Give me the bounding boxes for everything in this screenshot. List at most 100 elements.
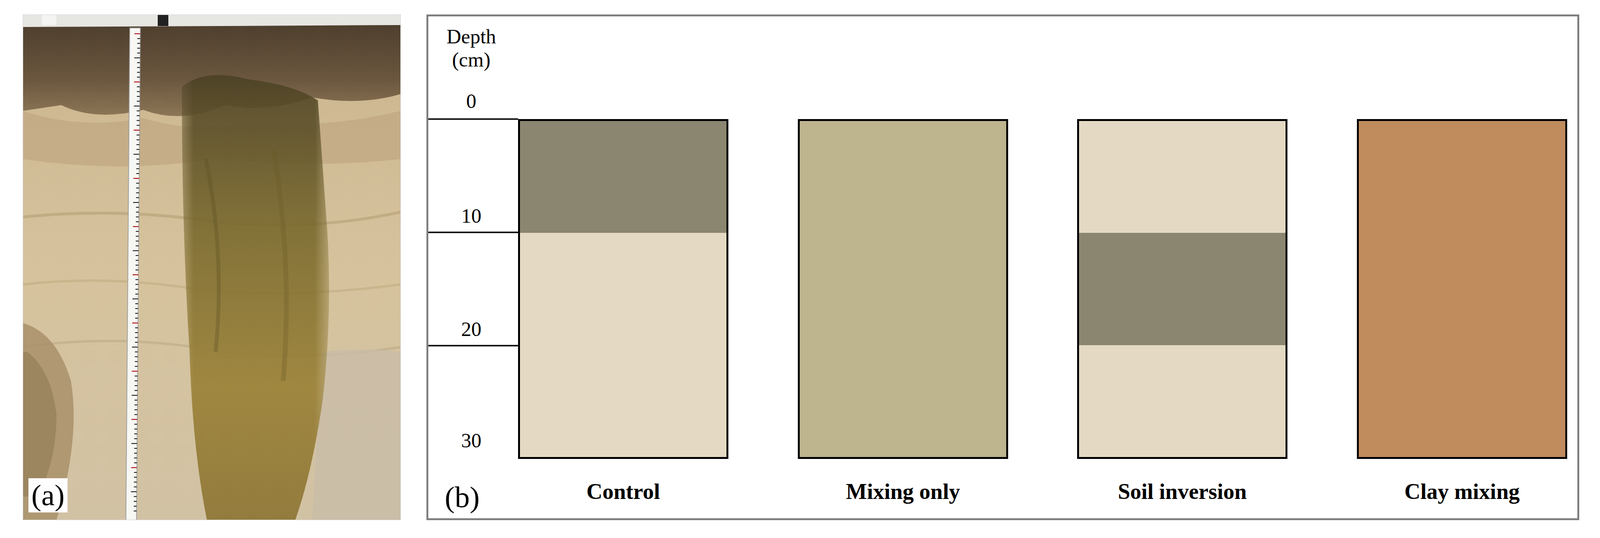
drawing-part xyxy=(125,27,141,521)
drawing-part xyxy=(22,352,57,497)
drawing-part xyxy=(133,177,139,179)
drawing-part xyxy=(135,313,138,315)
drawing-part xyxy=(133,202,139,204)
soil-layer xyxy=(799,121,1007,458)
drawing-part xyxy=(135,264,139,266)
drawing-part xyxy=(134,385,138,387)
drawing-part xyxy=(131,395,138,397)
drawing-part xyxy=(136,115,140,117)
drawing-part xyxy=(135,317,138,319)
drawing-part xyxy=(135,245,139,247)
depth-value: 10 xyxy=(447,204,496,228)
drawing-part xyxy=(136,211,139,213)
drawing-part xyxy=(135,235,139,237)
drawing-part xyxy=(312,349,401,521)
drawing-part xyxy=(136,206,139,208)
drawing-part xyxy=(181,74,329,521)
soil-layer xyxy=(519,121,727,233)
drawing-part xyxy=(131,419,138,421)
figure-panel: (b)ControlMixing onlySoil inversionClay … xyxy=(426,14,1580,521)
soil-layer xyxy=(519,232,727,458)
drawing-part xyxy=(136,158,140,160)
drawing-part xyxy=(137,38,141,40)
drawing-part xyxy=(22,14,401,521)
drawing-part xyxy=(135,327,138,329)
drawing-part xyxy=(132,298,139,300)
drawing-part xyxy=(136,71,140,73)
treatment-label: Clay mixing xyxy=(1358,479,1566,506)
soil-layer xyxy=(1079,121,1286,233)
soil-layer xyxy=(1358,121,1566,458)
drawing-part xyxy=(130,33,140,512)
drawing-part xyxy=(135,284,139,286)
drawing-part xyxy=(134,57,140,59)
drawing-part xyxy=(136,110,140,112)
drawing-part xyxy=(135,361,138,363)
drawing-part xyxy=(134,477,137,479)
drawing-part xyxy=(132,322,138,324)
drawing-part xyxy=(135,255,139,257)
drawing-part xyxy=(135,303,138,305)
drawing-part xyxy=(134,457,137,459)
drawing-part xyxy=(134,423,138,425)
drawing-part xyxy=(136,95,140,97)
figure-panel: (a) xyxy=(22,14,401,521)
drawing-part xyxy=(134,399,138,401)
drawing-part xyxy=(41,14,57,26)
drawing-part xyxy=(136,163,140,165)
treatment-label: Mixing only xyxy=(799,479,1007,506)
drawing-part xyxy=(134,433,137,435)
drawing-part xyxy=(136,149,140,151)
drawing-part xyxy=(133,226,139,228)
drawing-part xyxy=(134,481,137,483)
depth-value: 20 xyxy=(447,317,496,342)
drawing-part xyxy=(134,438,137,440)
treatment-label: Control xyxy=(519,479,727,506)
drawing-part xyxy=(135,269,139,271)
drawing-part xyxy=(131,370,138,372)
drawing-part xyxy=(134,472,137,474)
drawing-part xyxy=(136,62,140,64)
drawing-part xyxy=(273,149,287,382)
soil-column: Control xyxy=(518,119,729,460)
drawing-part xyxy=(134,105,140,107)
drawing-part xyxy=(134,375,138,377)
drawing-part xyxy=(134,366,138,368)
drawing-part xyxy=(134,428,137,430)
drawing-part xyxy=(136,216,139,218)
soil-layer xyxy=(1079,232,1286,345)
soil-layer xyxy=(1079,345,1286,458)
drawing-part xyxy=(133,496,137,498)
drawing-part xyxy=(134,414,138,416)
drawing-part xyxy=(136,168,140,170)
drawing-part xyxy=(136,144,140,146)
depth-value: 0 xyxy=(447,89,496,113)
axis-title: Depth (cm) xyxy=(435,25,508,72)
panel-letter: (a) xyxy=(28,478,68,513)
drawing-part xyxy=(135,351,138,353)
drawing-part xyxy=(136,231,139,233)
drawing-part xyxy=(134,33,141,35)
drawing-part xyxy=(136,47,140,49)
depth-tick xyxy=(426,118,519,121)
drawing-part xyxy=(135,259,139,261)
drawing-part xyxy=(131,443,137,445)
drawing-part xyxy=(134,81,140,83)
drawing-part xyxy=(136,173,139,175)
drawing-part xyxy=(134,448,137,450)
drawing-part xyxy=(136,197,139,199)
drawing-part xyxy=(134,404,138,406)
drawing-part xyxy=(136,76,140,78)
drawing-part xyxy=(22,323,74,521)
treatment-label: Soil inversion xyxy=(1079,479,1286,506)
drawing-part xyxy=(135,341,138,343)
drawing-part xyxy=(136,120,140,122)
drawing-part xyxy=(135,240,139,242)
drawing-part xyxy=(133,153,140,155)
drawing-part xyxy=(132,274,139,276)
soil-column: Mixing only xyxy=(797,119,1009,460)
drawing-part xyxy=(135,293,139,295)
drawing-part xyxy=(136,100,140,102)
depth-value: 30 xyxy=(447,429,496,453)
depth-tick xyxy=(426,232,519,234)
